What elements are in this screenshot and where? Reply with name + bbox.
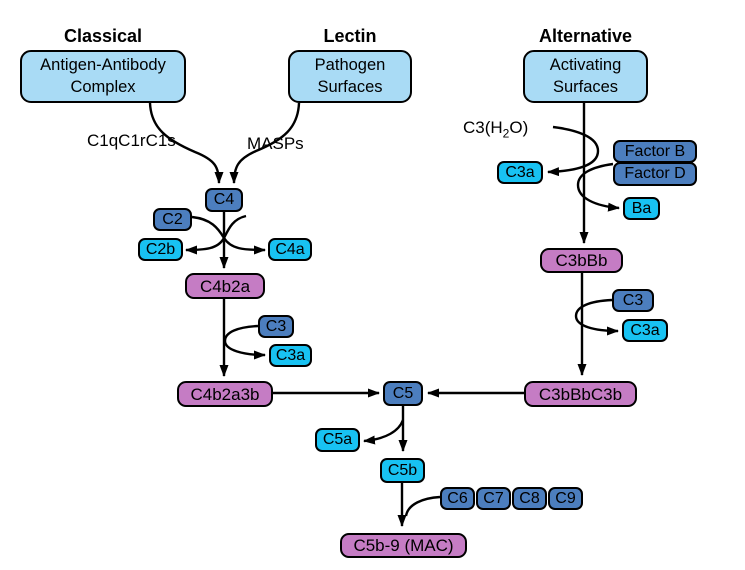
node-factor-d: Factor D [613, 162, 697, 186]
node-c7: C7 [476, 487, 511, 510]
curve-c3-to-c3a-alternative [574, 298, 619, 336]
lectin-pathway-title: Lectin [323, 26, 377, 46]
source-line: Surfaces [317, 77, 383, 96]
node-c4b2a: C4b2a [185, 273, 265, 299]
label-c3h2o-post: O) [509, 118, 529, 137]
curve-to-c2b [185, 214, 247, 255]
curve-c2-to-c4a [191, 215, 266, 255]
curve-to-c5a [363, 419, 405, 445]
node-activating-surfaces: Activating Surfaces [523, 50, 648, 103]
node-ba: Ba [623, 197, 660, 220]
node-pathogen-surfaces: Pathogen Surfaces [288, 50, 412, 103]
classical-pathway-title: Classical [63, 26, 143, 46]
node-c4a: C4a [268, 238, 312, 261]
label-c3h2o: C3(H2O) [463, 119, 528, 139]
curve-factors-to-ba [576, 162, 620, 212]
node-c5a: C5a [315, 428, 360, 452]
arrow-classical-to-c4 [148, 102, 224, 184]
source-line: Pathogen [314, 56, 386, 75]
label-masps: MASPs [247, 134, 304, 153]
node-factor-b: Factor B [613, 140, 697, 163]
source-line: Surfaces [552, 77, 619, 96]
source-line: Antigen-Antibody [40, 56, 166, 75]
node-c6: C6 [440, 487, 475, 510]
label-c3h2o-pre: C3(H [463, 118, 503, 137]
source-line: Activating [549, 56, 622, 75]
node-c3-classical: C3 [258, 315, 294, 338]
node-mac: C5b-9 (MAC) [340, 533, 467, 558]
node-c3a-classical: C3a [269, 344, 312, 367]
source-line: Complex [70, 77, 136, 96]
node-c5b: C5b [380, 458, 425, 483]
alternative-pathway-title: Alternative [538, 26, 633, 46]
node-c5: C5 [383, 381, 423, 406]
curve-c3-to-c3a-classical [223, 324, 266, 360]
curve-c6789-in [404, 495, 441, 517]
node-c4: C4 [205, 188, 243, 212]
node-c8: C8 [512, 487, 547, 510]
node-c2: C2 [153, 208, 192, 231]
curve-c3h2o-to-c3a [547, 125, 600, 177]
node-c4b2a3b: C4b2a3b [177, 381, 273, 407]
node-c3bBbC3b: C3bBbC3b [524, 381, 637, 407]
node-antigen-antibody-complex: Antigen-Antibody Complex [20, 50, 186, 103]
node-c3-alternative: C3 [612, 289, 654, 312]
label-c3h2o-sub: 2 [502, 126, 510, 141]
arrow-lectin-to-c4 [229, 102, 301, 184]
node-c9: C9 [548, 487, 583, 510]
node-c3a-alternative: C3a [622, 319, 668, 342]
node-c3a-fluid: C3a [497, 161, 543, 184]
label-c1qc1rc1s: C1qC1rC1s [87, 131, 176, 150]
node-c2b: C2b [138, 238, 183, 261]
node-c3bBb: C3bBb [540, 248, 623, 273]
